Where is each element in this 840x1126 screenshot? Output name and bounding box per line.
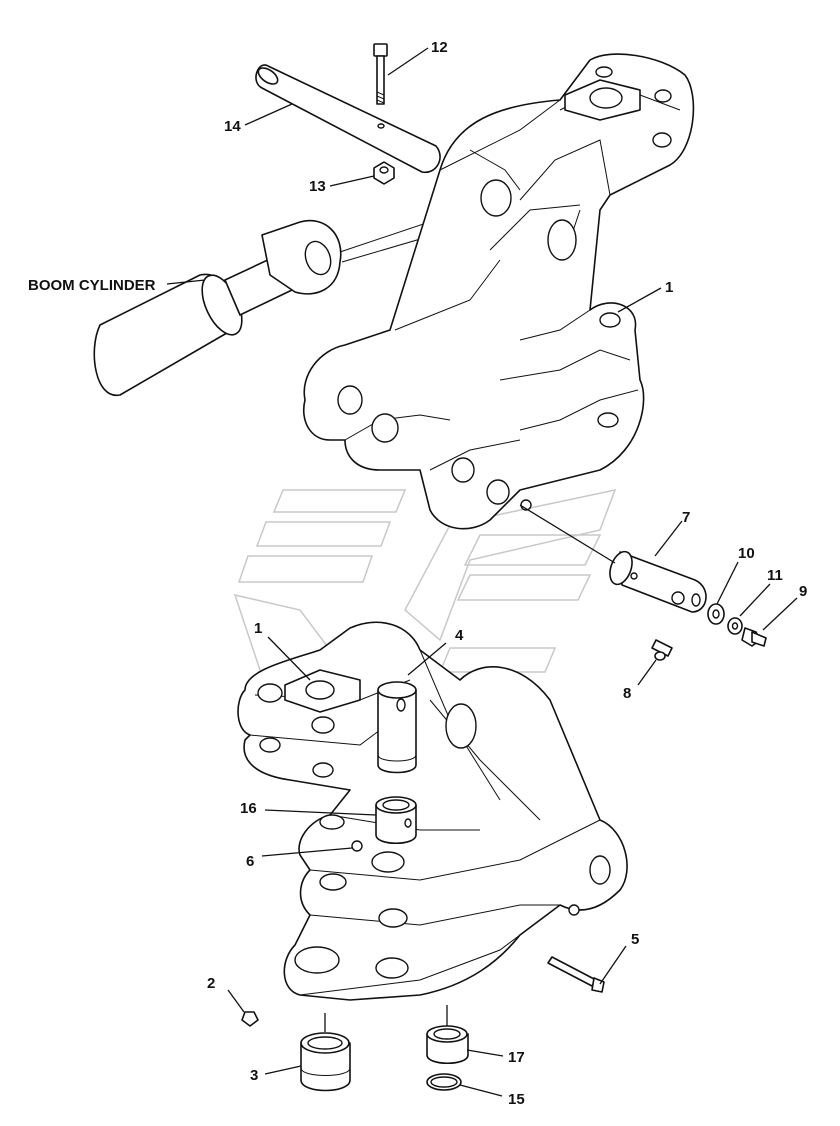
- callout-2: 2: [207, 975, 215, 992]
- grease-fitting-8: [651, 639, 673, 661]
- callout-7: 7: [682, 509, 690, 526]
- callout-5: 5: [631, 931, 639, 948]
- bushing-16: [375, 796, 417, 845]
- washer-10: [707, 603, 725, 625]
- callout-11: 11: [767, 567, 783, 584]
- snap-ring-15: [426, 1073, 462, 1091]
- bolt-12: [373, 43, 388, 105]
- callout-14: 14: [224, 118, 241, 135]
- callout-15: 15: [508, 1091, 525, 1108]
- callout-10: 10: [738, 545, 755, 562]
- callout-1-upper: 1: [665, 279, 673, 296]
- callout-labels: 12 14 13 1 7 10 11 9 1 4 8 16 6 5 2 3 17…: [207, 39, 807, 1108]
- swing-bracket-upper: [303, 53, 695, 530]
- pin-7: [609, 550, 707, 613]
- leader-lines: [166, 47, 798, 1097]
- callout-9: 9: [799, 583, 807, 600]
- callout-1-lower: 1: [254, 620, 262, 637]
- bolt-9: [741, 627, 767, 647]
- pin-14: [255, 64, 441, 174]
- callout-6: 6: [246, 853, 254, 870]
- callout-13: 13: [309, 178, 326, 195]
- washer-11: [727, 617, 743, 635]
- bushing-3: [300, 1032, 351, 1092]
- nut-13: [373, 161, 395, 185]
- callout-4: 4: [455, 627, 464, 644]
- callout-12: 12: [431, 39, 448, 56]
- callout-3: 3: [250, 1067, 258, 1084]
- callout-8: 8: [623, 685, 631, 702]
- vertical-pin: [377, 681, 417, 774]
- grease-fitting-2: [241, 1011, 259, 1027]
- boom-cylinder-label: BOOM CYLINDER: [28, 277, 156, 294]
- bolt-5: [547, 956, 605, 993]
- callout-16: 16: [240, 800, 257, 817]
- callout-17: 17: [508, 1049, 525, 1066]
- bushing-17: [426, 1025, 469, 1065]
